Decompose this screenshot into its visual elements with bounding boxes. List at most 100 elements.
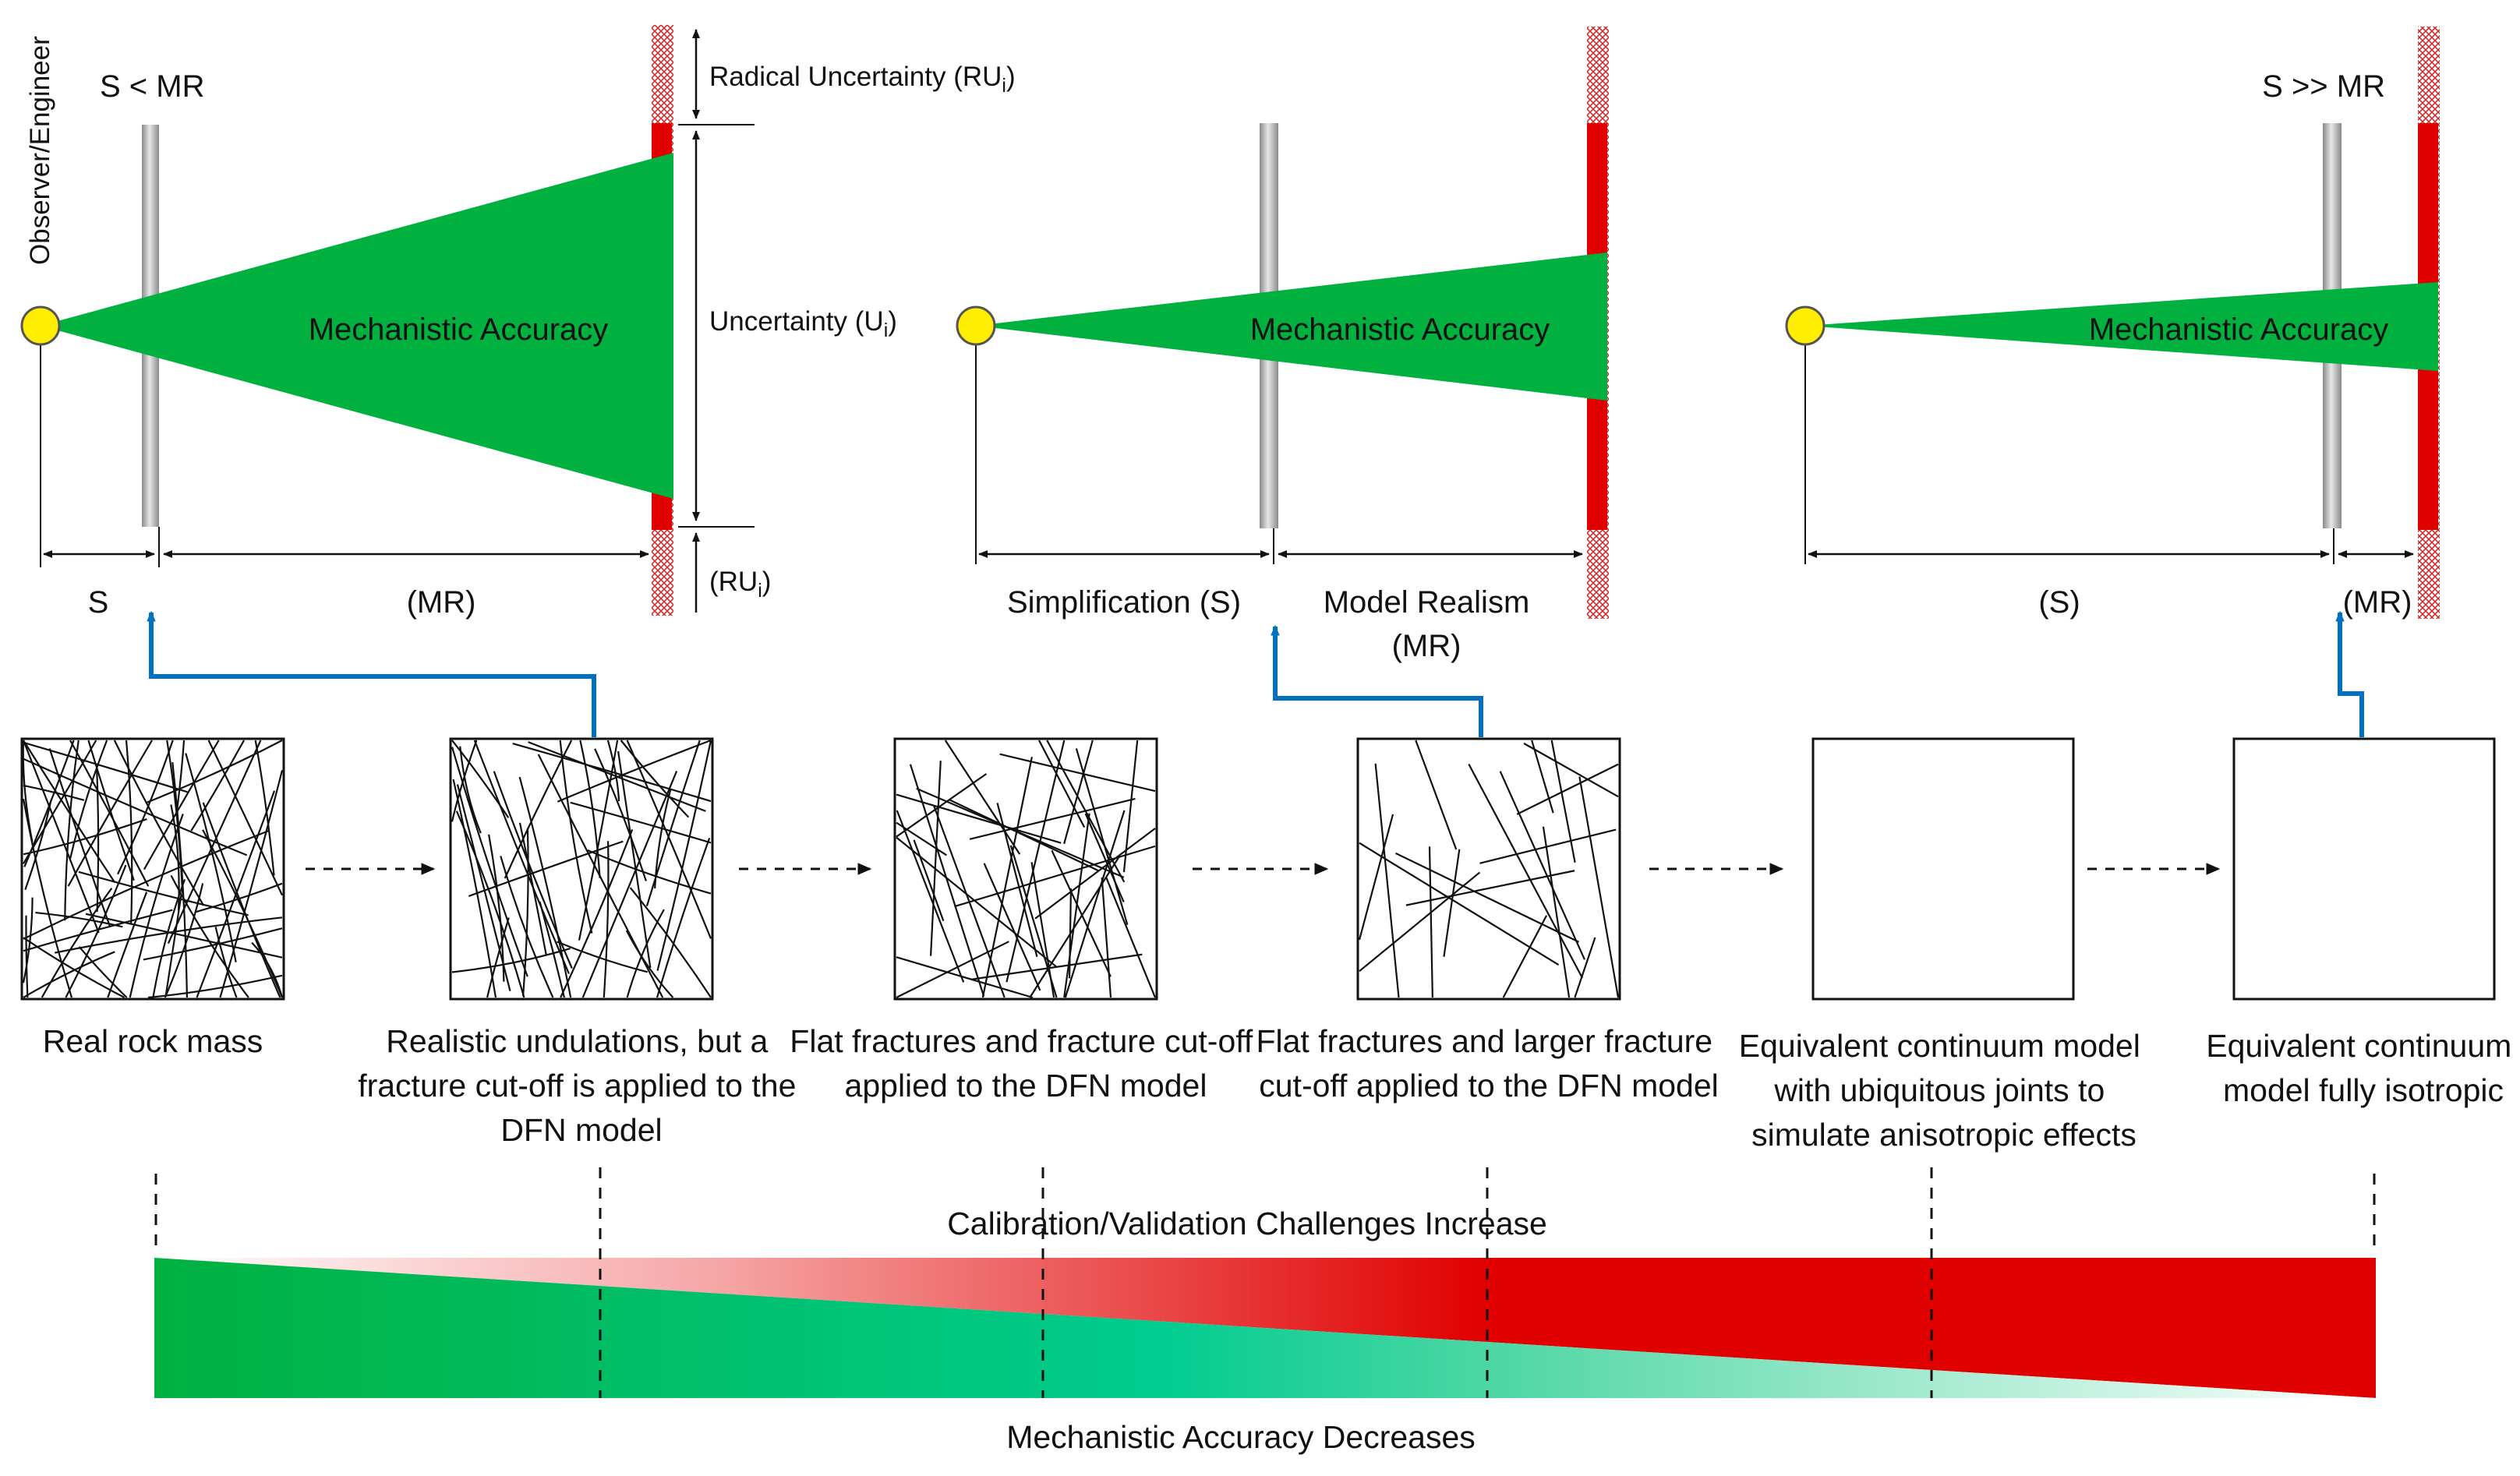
fracture-network [896, 740, 1157, 999]
fracture-line [473, 740, 570, 974]
radical-uncertainty-label: Radical Uncertainty (RUi) [709, 62, 1016, 97]
fracture-line [69, 740, 150, 887]
fracture-line [207, 740, 283, 896]
stage-connectors [147, 610, 2364, 737]
radical-uncertainty-short-label: (RUi) [709, 567, 771, 602]
fracture-line [1578, 776, 1620, 998]
fracture-line [617, 750, 652, 969]
fracture-line [1499, 771, 1585, 960]
fracture-line [1359, 871, 1481, 973]
fracture-line [1374, 763, 1400, 998]
fracture-line [117, 740, 174, 875]
fracture-line [451, 948, 571, 973]
fracture-line [22, 897, 34, 983]
fracture-line [1405, 870, 1575, 906]
stage-real-rock-mass [20, 737, 285, 1001]
fracture-line [971, 953, 1143, 980]
fracture-line [969, 797, 1136, 840]
fracture-line [954, 845, 1156, 908]
fracture-line [1359, 842, 1560, 966]
fracture-line [219, 770, 284, 998]
fracture-line [603, 841, 610, 998]
panel-s-much-greater-than-mr: S >> MR Mechanistic Accuracy (S) (MR) [1785, 26, 2440, 620]
fracture-line [504, 740, 573, 879]
fracture-line [113, 740, 205, 906]
fracture-line [587, 849, 712, 895]
mr-label: (MR) [2343, 585, 2412, 620]
fracture-line [23, 951, 115, 998]
fracture-line [451, 747, 528, 977]
fracture-line [500, 856, 554, 998]
fracture-line [528, 741, 706, 812]
stage-caption: Realistic undulations, but a fracture cu… [358, 1023, 805, 1148]
accuracy-decreases-wedge [154, 1258, 2376, 1398]
fracture-line [913, 839, 945, 921]
fracture-line [896, 810, 965, 983]
fracture-line [1428, 846, 1433, 998]
fracture-line [896, 793, 1062, 844]
fracture-line [896, 941, 1009, 998]
challenges-label: Calibration/Validation Challenges Increa… [947, 1206, 1547, 1241]
model-realism-abbrev: (MR) [1392, 629, 1461, 663]
fracture-line [1063, 740, 1094, 845]
fracture-line [570, 801, 712, 844]
fracture-line [23, 937, 125, 998]
fracture-line [488, 834, 505, 982]
fracture-line [54, 916, 283, 954]
fracture-line [1122, 740, 1139, 873]
fracture-line [933, 805, 1006, 998]
fracture-line [557, 941, 649, 973]
fracture-line [1523, 742, 1619, 798]
observer-label: Observer/Engineer [25, 36, 55, 265]
fracture-line [1550, 740, 1576, 863]
fracture-line [23, 741, 188, 793]
fracture-line [251, 941, 284, 998]
accuracy-label: Mechanistic Accuracy [309, 313, 609, 347]
fracture-line [1064, 810, 1126, 998]
fracture-line [164, 895, 182, 995]
fracture-line [455, 810, 525, 998]
fracture-line [486, 917, 510, 998]
fracture-line [1068, 888, 1073, 979]
stage-caption: Equivalent continuum model with ubiquito… [1739, 1028, 2150, 1153]
fracture-line [175, 740, 186, 817]
stage-boxes [20, 737, 2496, 1001]
connector-arrow [2335, 610, 2364, 737]
fracture-line [1502, 915, 1548, 998]
fracture-line [69, 740, 108, 859]
fracture-line [560, 829, 634, 998]
fracture-line [147, 974, 283, 999]
fracture-line [594, 748, 647, 881]
fracture-line [626, 740, 712, 939]
fracture-line [521, 828, 529, 997]
fracture-line [152, 879, 186, 998]
fracture-line [896, 773, 988, 838]
fracture-line [23, 740, 97, 864]
fracture-line [1051, 849, 1112, 977]
fracture-line [1075, 748, 1129, 925]
fracture-line [78, 870, 249, 916]
fracture-network [22, 740, 284, 999]
fracture-line [916, 787, 1125, 878]
fracture-line [452, 779, 497, 998]
condition-label: S < MR [100, 69, 204, 104]
fracture-line [254, 740, 275, 876]
s-label: (S) [2038, 585, 2080, 620]
stage-flat-fractures [893, 737, 1158, 1001]
fracture-line [1034, 828, 1156, 920]
condition-label: S >> MR [2262, 69, 2385, 104]
fracture-network [451, 739, 712, 998]
stage-caption: Flat fractures and larger fracture cut-o… [1256, 1023, 1721, 1103]
fracture-line [23, 757, 248, 856]
fracture-line [185, 753, 237, 962]
fracture-line [896, 956, 1034, 999]
fracture-line [23, 784, 85, 801]
fracture-line [896, 836, 1058, 969]
simplification-label: Simplification (S) [1007, 585, 1241, 620]
accuracy-cone [41, 153, 673, 499]
fracture-line [129, 814, 184, 998]
trend-band: Calibration/Validation Challenges Increa… [154, 1167, 2376, 1455]
fracture-line [1479, 828, 1617, 864]
fracture-line [656, 837, 711, 998]
